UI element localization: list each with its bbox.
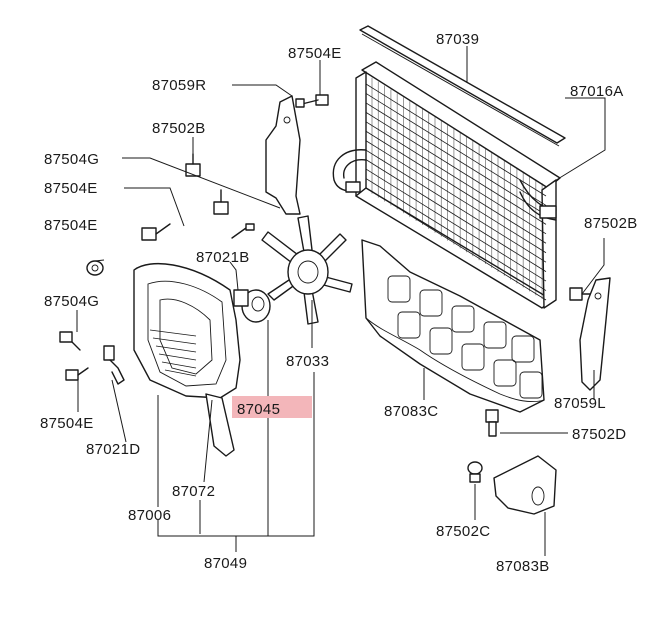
shroud-grille-line: [164, 369, 197, 377]
label-87059R: 87059R: [152, 77, 206, 94]
cover-87083B: [493, 455, 557, 515]
part-labels: 87039 87504E 87016A 87059R 87502B 87504G…: [40, 31, 638, 575]
condenser-tube: [365, 83, 547, 197]
fan-87033: [261, 215, 353, 325]
label-87045: 87045: [237, 401, 280, 418]
shroud-grille-line: [149, 329, 197, 337]
label-87502B-right: 87502B: [584, 215, 638, 232]
cover-cell: [451, 305, 475, 333]
label-87021B: 87021B: [196, 249, 250, 266]
cover-cell: [461, 343, 485, 371]
seal-strip-87039: [359, 25, 566, 147]
connector-87021B: [231, 223, 255, 239]
label-87502B-left: 87502B: [152, 120, 206, 137]
cover-cell: [387, 275, 411, 303]
bolt-87504E-mid: [141, 223, 171, 241]
bolt-87504E-bottom: [65, 367, 89, 381]
highlight-87045: [232, 396, 312, 418]
cover-cell: [419, 289, 443, 317]
under-cover-87083C: [361, 239, 545, 413]
condenser-tube: [365, 140, 547, 254]
connector-87021D: [103, 345, 125, 385]
cover-cell: [483, 321, 507, 349]
label-87033: 87033: [286, 353, 329, 370]
label-87072: 87072: [172, 483, 215, 500]
shroud-87006: [133, 262, 241, 399]
shroud-grille-line: [155, 345, 197, 353]
nut-87504E-left: [86, 260, 104, 276]
condenser-tube: [365, 187, 547, 301]
clip-87502C: [467, 461, 483, 483]
label-87049: 87049: [204, 555, 247, 572]
label-87006: 87006: [128, 507, 171, 524]
label-87016A: 87016A: [570, 83, 624, 100]
label-87504E-left: 87504E: [44, 217, 98, 234]
leader-lines: [76, 46, 606, 556]
bolt-87504E-top: [295, 94, 329, 108]
condenser-tube: [365, 168, 547, 282]
label-87504E-bottom: 87504E: [40, 415, 94, 432]
bracket-87059L: [579, 277, 611, 391]
condenser-tube: [365, 149, 547, 263]
cover-cell: [397, 311, 421, 339]
condenser-tube: [365, 102, 547, 216]
label-87504G-top: 87504G: [44, 151, 99, 168]
label-87083C: 87083C: [384, 403, 438, 420]
stay-87072: [205, 393, 235, 457]
shroud-grille-line: [161, 361, 197, 369]
condenser-tube: [365, 93, 547, 206]
cover-cell: [493, 359, 517, 387]
label-87502D: 87502D: [572, 426, 626, 443]
label-87502C: 87502C: [436, 523, 490, 540]
cover-cell: [511, 335, 535, 363]
cover-cell: [519, 371, 543, 399]
bolt-87504G-left: [59, 331, 81, 351]
label-87021D: 87021D: [86, 441, 140, 458]
label-87059L: 87059L: [554, 395, 606, 412]
cover-cell: [429, 327, 453, 355]
condenser-tube: [365, 178, 547, 291]
label-87083B: 87083B: [496, 558, 550, 575]
clip-87502D: [485, 409, 499, 437]
label-87504E-top: 87504E: [288, 45, 342, 62]
label-87504E-mid: 87504E: [44, 180, 98, 197]
condenser-tube: [365, 121, 547, 235]
label-87039: 87039: [436, 31, 479, 48]
shroud-grille-line: [158, 353, 197, 361]
shroud-grille-line: [152, 337, 197, 345]
condenser-87016A: [332, 61, 561, 309]
fan-motor-87045: [233, 289, 271, 323]
condenser-tube: [365, 159, 547, 272]
bracket-87059R: [265, 95, 301, 215]
label-87504G-left: 87504G: [44, 293, 99, 310]
condenser-tube: [365, 112, 547, 225]
condenser-tube: [365, 130, 547, 244]
bolt-87504G-top: [213, 189, 229, 215]
